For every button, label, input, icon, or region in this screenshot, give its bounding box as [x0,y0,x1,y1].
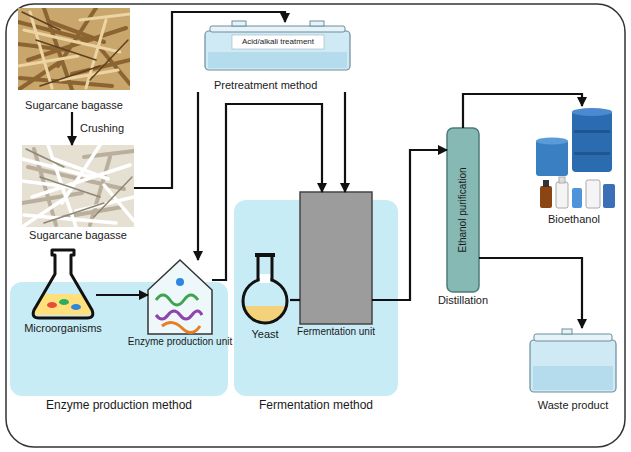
flow-arrow [463,94,582,128]
fuel-containers [536,108,615,208]
node-label: Microorganisms [24,322,102,335]
bottle [603,184,615,208]
image-node: Sugarcane bagasse [18,8,130,112]
node-label: Bioethanol [548,213,600,226]
fermenter-vessel [300,192,372,324]
protein [156,311,202,319]
image-node: Bioethanol [530,106,618,226]
microbe [59,299,69,305]
bottle-cap [543,180,549,187]
neck-mask [260,274,271,283]
fibre [22,149,134,225]
flask-outline [33,250,93,318]
process-node: Acid/alkali treatmentPretreatment method [192,22,360,92]
method-panel: Fermentation methodYeastFermentation uni… [234,200,398,396]
fermenter-node: Fermentation unit [300,192,372,324]
fibre [18,12,130,88]
bagasse-photo [18,8,130,90]
fibre [18,8,130,90]
tank-handle [562,329,572,334]
treatment-tank [205,21,350,70]
bag-outline [148,260,212,334]
image-node: Sugarcane bagasse [22,145,134,227]
tank-node: Waste product [526,328,620,412]
microbe [47,302,57,308]
flow-arrow [372,150,447,300]
flow-arrow [290,299,300,301]
protein [176,278,184,286]
crushed-bagasse-photo [22,145,134,227]
bottle-cap [559,177,565,183]
photo-ground [22,145,134,227]
method-panel: Enzyme production methodMicroorganismsEn… [10,282,228,396]
fibre [26,149,132,223]
node-label: Sugarcane bagasse [25,99,123,112]
process-heading: Pretreatment method [214,79,317,92]
bottle [556,182,568,208]
tank-body [205,31,350,70]
panel-heading: Enzyme production method [46,398,192,412]
flask-lip [255,253,275,257]
waste-tank [530,329,616,392]
photo-ground [18,8,130,90]
node-label: Fermentation unit [297,326,375,338]
flow-arrow [344,92,346,192]
fibre [22,12,128,86]
barrel-band [574,130,610,133]
outer-frame [6,4,625,447]
edge-label: Crushing [78,122,126,135]
column-node: Ethanol purificationDistillation [447,128,479,292]
bottle [586,180,600,208]
barrel-band [574,152,610,155]
flow-arrow [212,104,322,280]
flow-arrow [71,112,73,145]
enzyme-bag [148,260,212,334]
panel-heading: Fermentation method [259,398,373,412]
barrel [536,140,568,176]
column-label: Ethanol purification [457,167,469,252]
tank-label-patch [232,35,324,49]
tank-handle [232,21,246,26]
tank-lid [534,334,612,341]
tank-label: Acid/alkali treatment [242,37,314,47]
flask-neck [258,256,272,281]
node-label: Sugarcane bagasse [29,229,127,242]
barrel [572,110,612,172]
flask-outline [243,279,287,323]
flow-arrow [479,258,582,328]
bottle [540,186,552,208]
distillation-column [447,128,479,292]
tank-liquid [533,366,613,390]
microbe [71,304,81,310]
fibre [22,145,134,227]
flask-node: Yeast [240,254,290,326]
tank-handle [310,21,324,26]
node-label: Waste product [538,399,609,412]
unit-node: Enzyme production unit [148,260,212,334]
node-label: Yeast [251,328,278,341]
flow-arrow [197,92,199,260]
flow-arrow [96,294,148,296]
tank-liquid [208,52,347,68]
flask-node: Microorganisms [30,248,96,320]
protein [162,322,200,332]
erlenmeyer-flask [33,250,93,318]
node-label: Distillation [438,294,488,307]
barrel-top [572,108,612,116]
barrel-top [536,138,568,145]
bottle [572,188,582,208]
round-flask [243,253,287,323]
tank-lid [210,26,345,32]
protein [156,295,198,305]
tank-body [530,340,616,392]
node-label: Enzyme production unit [128,336,233,348]
